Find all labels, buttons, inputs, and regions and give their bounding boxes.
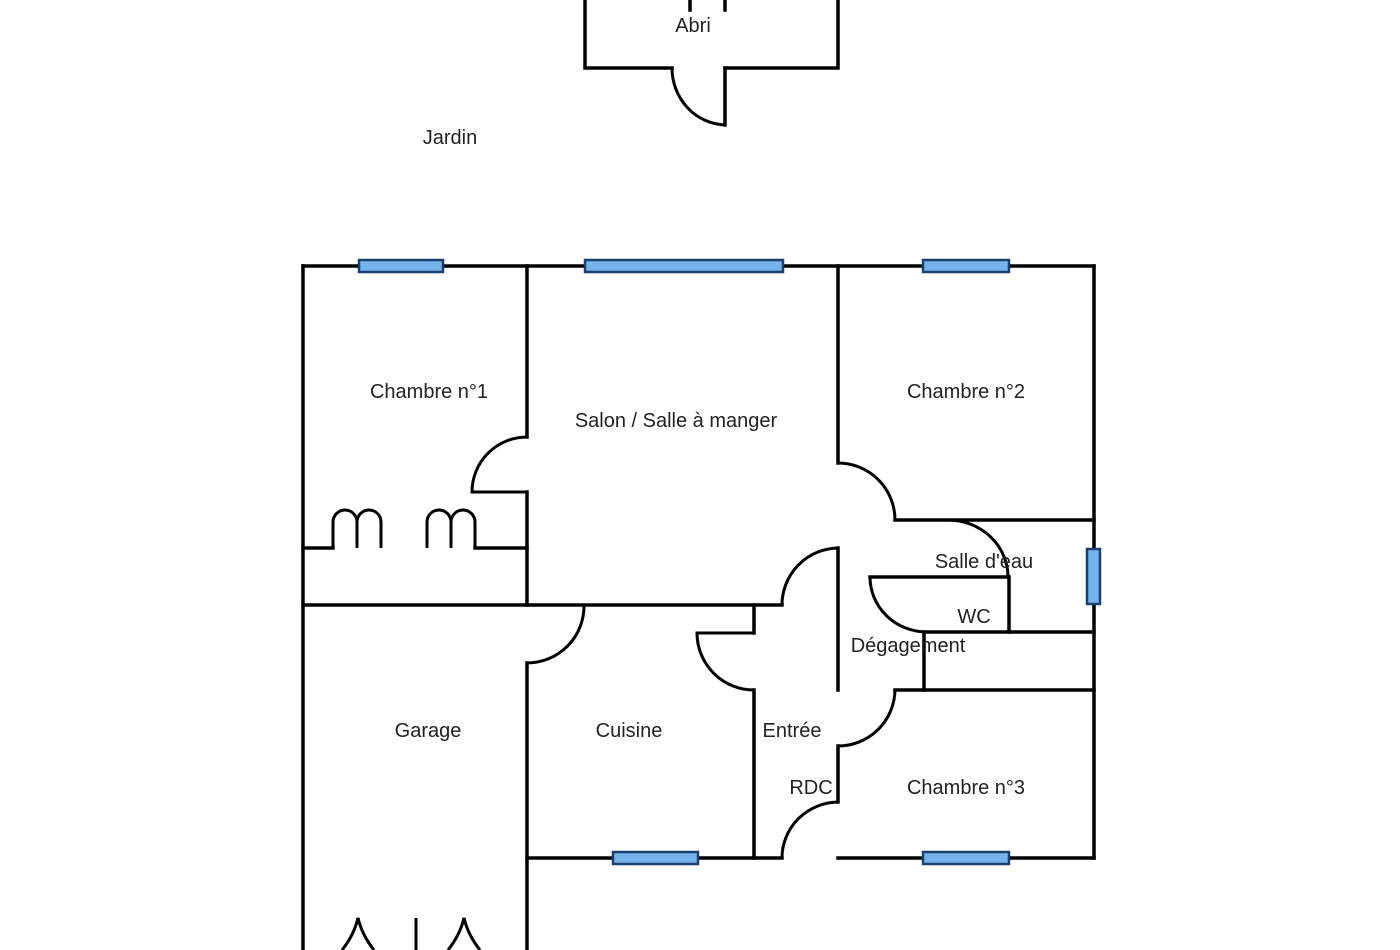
- abri-door-swing: [670, 67, 726, 127]
- label-jardin: Jardin: [423, 127, 477, 149]
- window-chambre2: [921, 258, 1011, 274]
- window-chambre1: [357, 258, 445, 274]
- label-cuisine: Cuisine: [596, 720, 663, 742]
- label-salle-eau: Salle d'eau: [935, 551, 1033, 573]
- garage-doors: [340, 917, 482, 950]
- door-chambre2: [837, 461, 897, 521]
- door-salon: [780, 546, 839, 606]
- closet-doors: [331, 508, 477, 548]
- label-salon: Salon / Salle à manger: [575, 410, 778, 432]
- door-cuisine: [695, 631, 755, 692]
- label-garage: Garage: [395, 720, 462, 742]
- label-rdc: RDC: [789, 777, 832, 799]
- window-chambre3: [921, 850, 1011, 866]
- label-degagement: Dégagement: [851, 635, 966, 657]
- abri-structure: [583, 0, 840, 127]
- door-chambre3: [837, 689, 897, 748]
- label-entree: Entrée: [763, 720, 822, 742]
- room-labels: Abri Jardin Chambre n°1 Salon / Salle à …: [370, 15, 1033, 799]
- door-salle-eau: [947, 518, 1010, 578]
- window-salon: [583, 258, 785, 274]
- abri-top-marks: [688, 0, 727, 12]
- window-salle-eau: [1085, 547, 1102, 606]
- label-chambre3: Chambre n°3: [907, 777, 1025, 799]
- door-wc: [868, 576, 928, 634]
- windows: [357, 258, 1102, 866]
- label-chambre1: Chambre n°1: [370, 381, 488, 403]
- window-cuisine: [611, 850, 700, 866]
- label-abri: Abri: [675, 15, 711, 37]
- abri-wall-left: [583, 0, 674, 70]
- door-garage: [526, 604, 586, 665]
- door-swings: [470, 435, 1010, 859]
- interior-walls: [301, 264, 1096, 950]
- door-entree: [780, 800, 839, 859]
- label-chambre2: Chambre n°2: [907, 381, 1025, 403]
- door-chambre1: [470, 435, 528, 494]
- label-wc: WC: [957, 606, 990, 628]
- abri-wall-right: [723, 0, 840, 70]
